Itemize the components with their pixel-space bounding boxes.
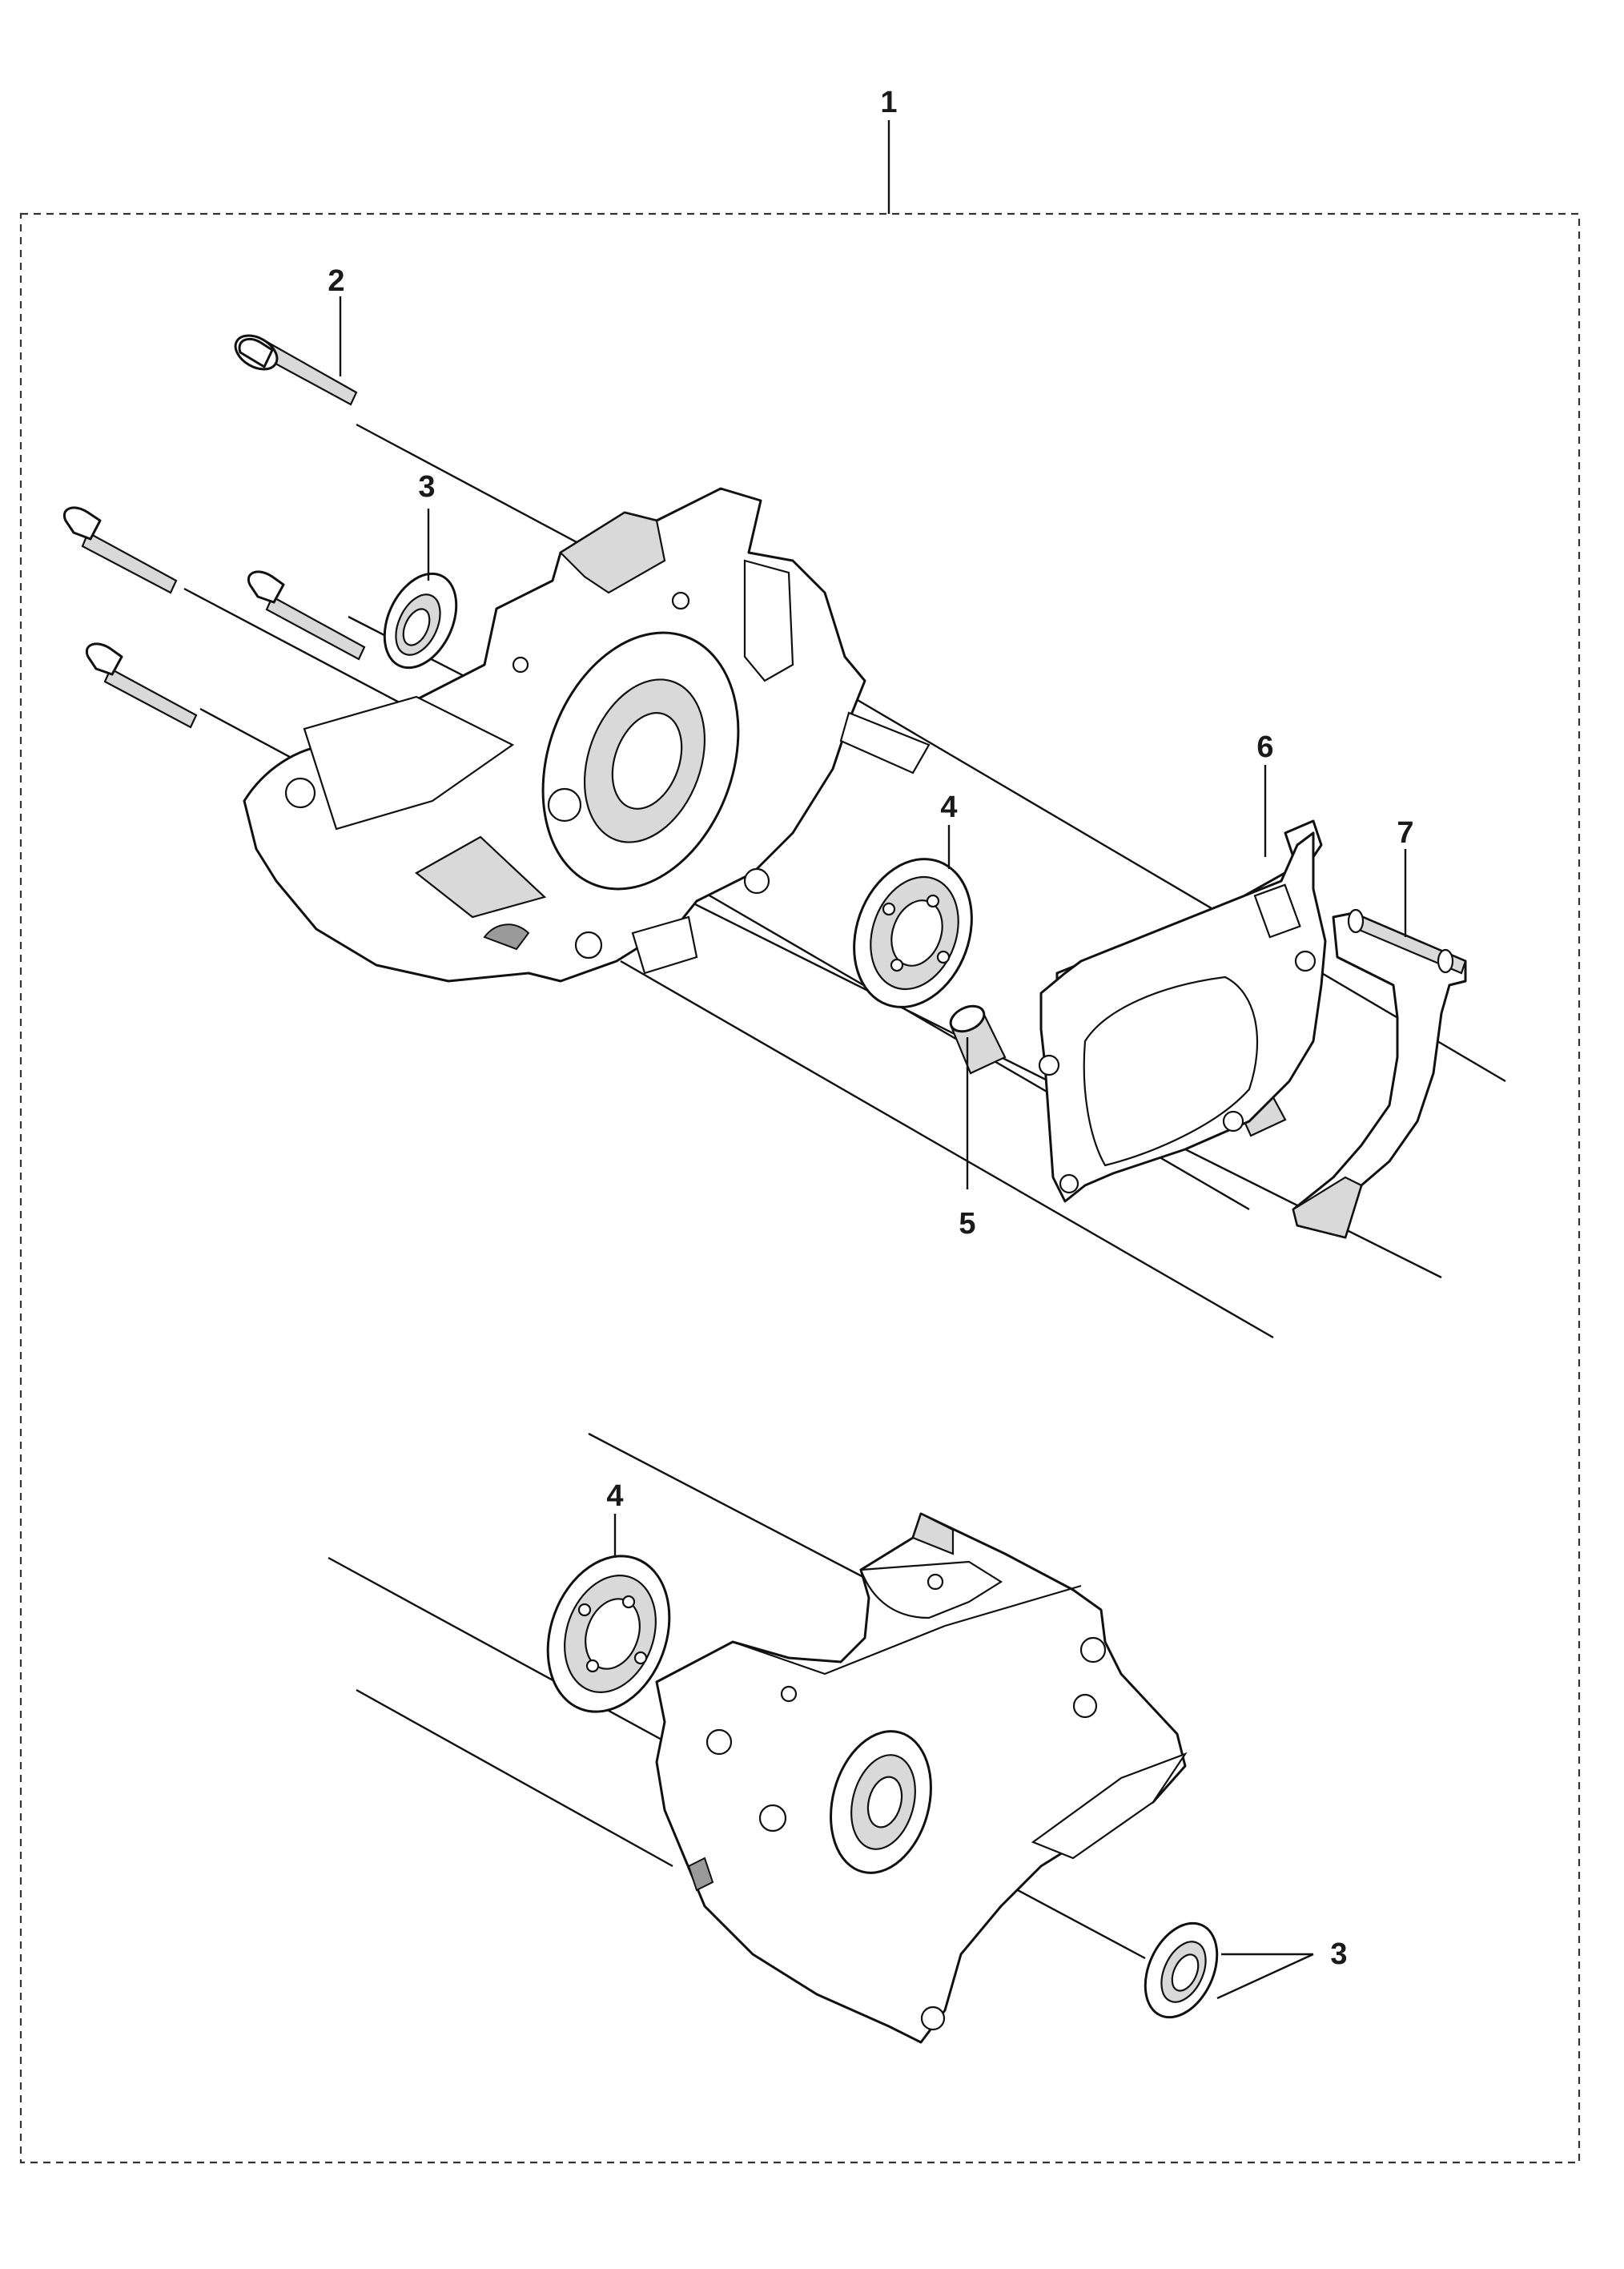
callout-2: 2 bbox=[328, 264, 344, 298]
crankcase-half-lower bbox=[655, 1512, 1188, 2044]
sleeve-5 bbox=[949, 1004, 1007, 1075]
cover-7 bbox=[1292, 908, 1467, 1239]
crankcase-half-upper bbox=[243, 487, 931, 983]
callout-5: 5 bbox=[959, 1207, 975, 1241]
callout-3-bottom: 3 bbox=[1330, 1937, 1347, 1971]
gasket-6 bbox=[1038, 819, 1327, 1203]
callout-6: 6 bbox=[1256, 730, 1273, 764]
callout-7: 7 bbox=[1397, 816, 1413, 850]
bearing-top bbox=[853, 858, 973, 1008]
seal-top bbox=[383, 572, 458, 670]
callout-3-top: 3 bbox=[418, 470, 435, 504]
axis-lines-bottom bbox=[328, 1432, 1314, 2000]
bearing-bottom bbox=[546, 1555, 671, 1713]
screw-left-2 bbox=[247, 570, 366, 661]
callout-4-top: 4 bbox=[940, 791, 957, 824]
screw-left-1 bbox=[62, 506, 178, 594]
screw-left-3 bbox=[85, 642, 198, 729]
callout-1: 1 bbox=[880, 86, 897, 119]
assembly-frame bbox=[19, 212, 1581, 2164]
callout-4-bottom: 4 bbox=[606, 1479, 623, 1513]
seal-bottom bbox=[1144, 1921, 1219, 2019]
screw-upper bbox=[234, 334, 358, 406]
